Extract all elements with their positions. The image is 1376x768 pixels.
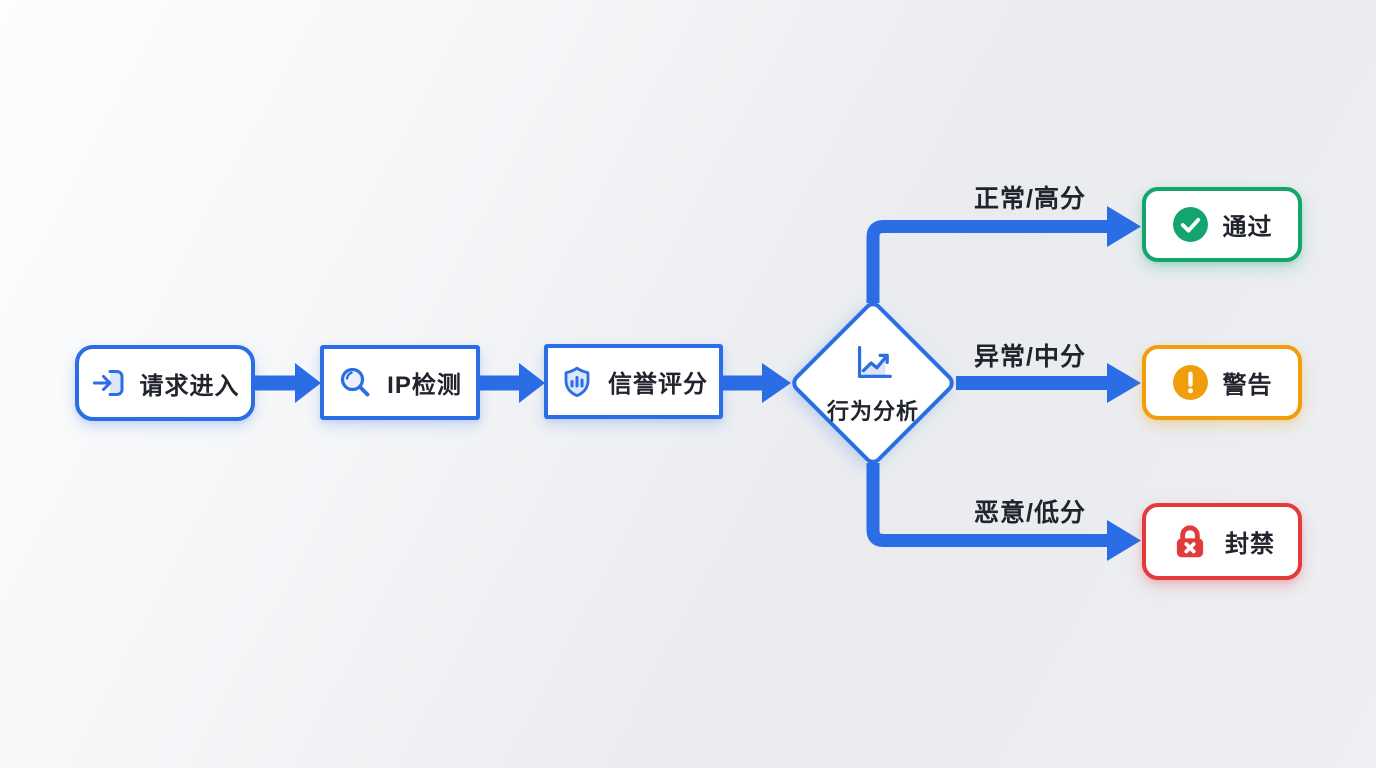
node-outcome-warn: 警告 xyxy=(1142,345,1302,420)
login-icon xyxy=(91,365,127,401)
branch-label-malicious-low: 恶意/低分 xyxy=(974,499,1086,527)
node-outcome-ban: 封禁 xyxy=(1142,503,1302,580)
search-icon xyxy=(338,365,374,401)
node-outcome-ban-label: 封禁 xyxy=(1225,531,1275,558)
trend-chart-icon xyxy=(850,340,896,391)
branch-label-abnormal-mid: 异常/中分 xyxy=(974,343,1086,371)
arrow-decision-to-pass xyxy=(866,206,1141,303)
node-outcome-pass: 通过 xyxy=(1142,187,1302,262)
node-behavior-analysis-label: 行为分析 xyxy=(826,399,919,424)
node-request-entry-label: 请求进入 xyxy=(139,372,240,400)
shield-bars-icon xyxy=(559,364,595,400)
arrow-reputation-to-decision xyxy=(722,363,791,403)
arrow-decision-to-ban xyxy=(866,463,1141,561)
lock-x-icon xyxy=(1169,521,1211,563)
node-outcome-pass-label: 通过 xyxy=(1222,214,1273,241)
node-reputation-score-label: 信誉评分 xyxy=(608,371,708,398)
node-reputation-score: 信誉评分 xyxy=(544,344,723,419)
branch-label-normal-high: 正常/高分 xyxy=(974,185,1086,213)
node-ip-check-label: IP检测 xyxy=(387,372,462,399)
node-ip-check: IP检测 xyxy=(320,345,480,420)
node-request-entry: 请求进入 xyxy=(75,345,255,421)
arrow-ip-to-reputation xyxy=(479,363,545,403)
alert-circle-icon xyxy=(1172,364,1209,401)
arrow-start-to-ip xyxy=(254,363,321,403)
node-outcome-warn-label: 警告 xyxy=(1222,372,1273,399)
check-circle-icon xyxy=(1172,206,1209,243)
arrow-decision-to-warn xyxy=(956,363,1141,403)
node-behavior-analysis: 行为分析 xyxy=(788,298,958,468)
